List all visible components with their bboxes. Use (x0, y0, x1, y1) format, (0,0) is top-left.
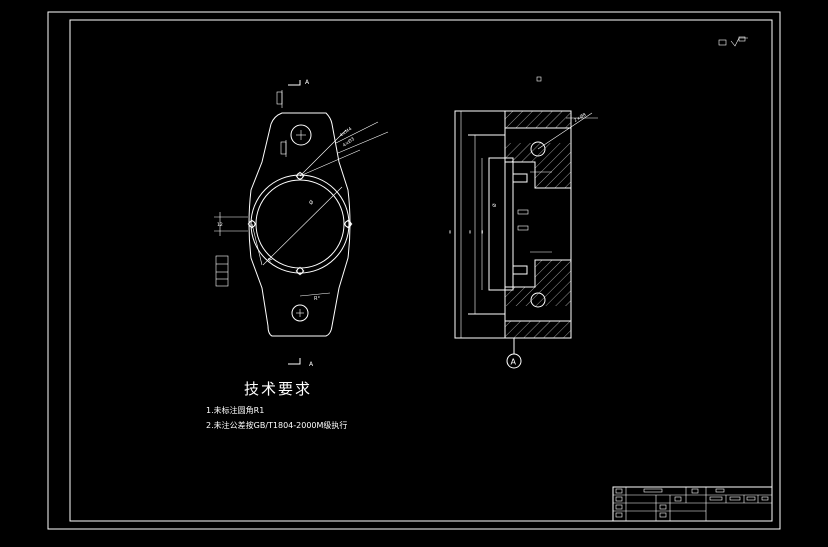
diameter-leader (262, 186, 343, 266)
part-outline (248, 112, 351, 337)
svg-text:Ø: Ø (491, 203, 498, 207)
svg-text:=: = (448, 230, 454, 234)
slot-upper (512, 173, 528, 183)
front-view: Ø R 4×M4 4×Ø3 12 R° (214, 79, 389, 368)
inner-frame (69, 19, 773, 522)
left-dimension-callout: 12 (214, 212, 248, 236)
section-hole-top (530, 141, 546, 157)
bottom-leader (299, 292, 331, 297)
section-marker-bottom: A (288, 358, 314, 368)
svg-text:=: = (468, 230, 474, 234)
center-bore-inner (255, 179, 345, 269)
section-view: 2×Ø8 = = = Ø A (448, 110, 598, 369)
datum-box-left (215, 255, 229, 287)
section-hole-bottom (530, 292, 546, 308)
bolt-leader (299, 129, 347, 177)
slot-lower (512, 265, 528, 275)
svg-text:2×Ø8: 2×Ø8 (573, 111, 588, 124)
surface-callout-top (276, 90, 287, 157)
top-hole (290, 124, 312, 146)
bolt-hole-callout: 4×M4 4×Ø3 (335, 121, 389, 154)
datum-circle (506, 353, 522, 369)
svg-text:A: A (511, 358, 517, 367)
svg-text:Ø: Ø (307, 199, 315, 207)
hatch-bottom (505, 321, 571, 338)
section-marker-top: A (288, 79, 310, 86)
svg-text:A: A (305, 79, 310, 86)
bolt-holes (247, 171, 353, 276)
hatch-upper (505, 143, 571, 188)
notes-title: 技术要求 (244, 380, 313, 398)
hatch-lower (505, 260, 571, 306)
section-leader (537, 112, 593, 150)
svg-text:A: A (309, 361, 314, 368)
bottom-hole (291, 304, 309, 322)
roughness-symbol (718, 36, 748, 47)
svg-text:4×M4: 4×M4 (339, 126, 354, 139)
outer-frame (47, 11, 781, 530)
note-item-1: 1.未标注圆角R1 (206, 406, 265, 415)
svg-text:R°: R° (314, 296, 320, 302)
small-marker (536, 76, 542, 82)
title-block (612, 486, 773, 522)
hatch-top (505, 111, 571, 128)
svg-text:12: 12 (217, 222, 223, 228)
svg-text:R: R (267, 256, 274, 263)
inner-bore (488, 157, 514, 291)
center-bore-outer (250, 174, 350, 274)
svg-text:=: = (480, 230, 486, 234)
note-item-2: 2.未注公差按GB/T1804-2000M级执行 (206, 421, 348, 430)
